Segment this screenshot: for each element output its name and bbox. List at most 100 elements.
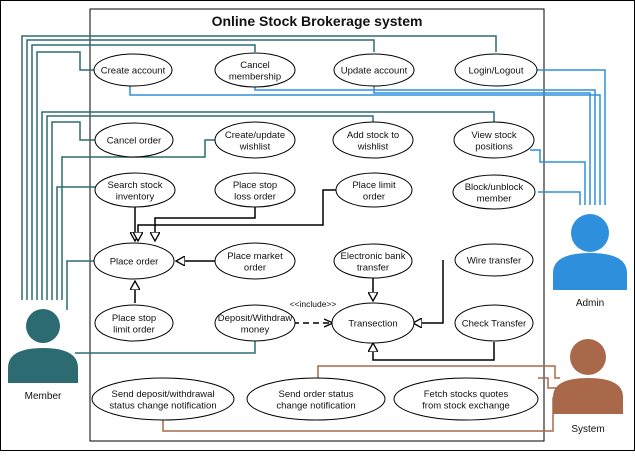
use-case-ellipse [454,243,534,277]
use-case-transection[interactable]: Transection [331,302,415,344]
use-case-label: order [363,191,385,202]
member-label: Member [25,391,62,402]
admin-body-icon [553,253,627,290]
member-add-stock-line [46,115,374,300]
use-case-ellipse [246,377,386,421]
use-case-label: Place stop [233,180,277,191]
use-case-label: order [244,262,266,273]
use-case-label: Transection [348,319,397,330]
system-boundary [89,8,545,442]
use-case-ellipse [454,53,538,87]
use-case-label: View stock [471,130,516,141]
use-case-label: Login/Logout [469,66,524,77]
use-case-label: positions [475,141,513,152]
use-case-label: Check Transfer [462,319,526,330]
use-case-label: Cancel order [107,136,161,147]
admin-label: Admin [576,298,604,309]
member-create-line [36,51,95,300]
use-case-label: Wire transfer [467,256,521,267]
check-to-transection-arrow [373,342,495,361]
member-place-order-line [66,260,94,310]
use-case-label: Place market [227,251,283,262]
use-case-label: from stock exchange [422,400,510,411]
use-case-ellipse [452,174,536,210]
use-case-label: Update account [341,66,408,77]
member-head-icon [26,309,60,343]
use-case-label: wishlist [239,141,271,152]
use-case-ellipse [214,52,296,88]
use-case-label: transfer [357,262,389,273]
use-case-login-logout[interactable]: Login/Logout [454,53,538,87]
use-case-label: Electronic bank [341,251,406,262]
use-case-label: Create/update [225,130,285,141]
member-body-icon [8,348,78,383]
admin-view-positions-line [530,149,586,205]
use-case-ellipse [393,377,539,421]
use-case-ellipse [214,304,296,342]
use-case-label: member [477,193,512,204]
use-case-cancel-order[interactable]: Cancel order [94,122,174,158]
use-case-label: wishlist [357,141,389,152]
use-case-ellipse [454,304,534,342]
use-case-label: Send deposit/withdrawal [112,389,215,400]
use-case-label: change notification [276,400,355,411]
system-body-icon [553,378,623,414]
use-case-label: Search stock [108,180,163,191]
use-case-place-order[interactable]: Place order [93,242,175,280]
system-order-status-line [317,365,560,379]
use-case-label: Place limit [352,180,396,191]
use-case-ellipse [333,53,415,87]
use-case-ellipse [214,172,296,208]
member-cancel-membership-line [31,44,256,300]
include-label: <<include>> [290,299,337,309]
system-head-icon [570,339,606,375]
member-search-line [56,186,95,300]
use-case-ellipse [333,243,413,279]
use-case-label: Place stop [112,313,156,324]
actor-system[interactable]: System [553,339,623,435]
member-cancel-order-line [51,121,95,300]
use-case-ellipse [214,242,296,280]
use-case-label: Place order [110,257,159,268]
use-case-label: Add stock to [347,130,399,141]
stop-loss-to-place-order-arrow [155,205,256,240]
use-case-ellipse [93,53,173,87]
use-case-ellipse [93,242,175,280]
actor-member[interactable]: Member [8,309,78,402]
member-update-line [26,39,375,300]
use-case-label: status change notification [109,400,216,411]
use-case-label: loss order [234,191,276,202]
use-case-create-account[interactable]: Create account [93,53,173,87]
use-case-label: inventory [116,191,155,202]
use-case-label: Block/unblock [465,182,524,193]
admin-create-account-line [129,85,601,205]
use-case-wire-transfer[interactable]: Wire transfer [454,243,534,277]
use-case-label: Deposit/Withdraw [218,313,293,324]
use-case-update-account[interactable]: Update account [333,53,415,87]
use-case-ellipse [94,122,174,158]
system-fetch-quotes-line [538,377,560,389]
use-case-label: Cancel [240,60,270,71]
actor-admin[interactable]: Admin [553,214,627,309]
limit-to-place-order-arrow [138,189,336,240]
use-case-check-transfer[interactable]: Check Transfer [454,304,534,342]
use-case-ellipse [335,172,413,208]
use-case-label: Fetch stocks quotes [424,389,509,400]
